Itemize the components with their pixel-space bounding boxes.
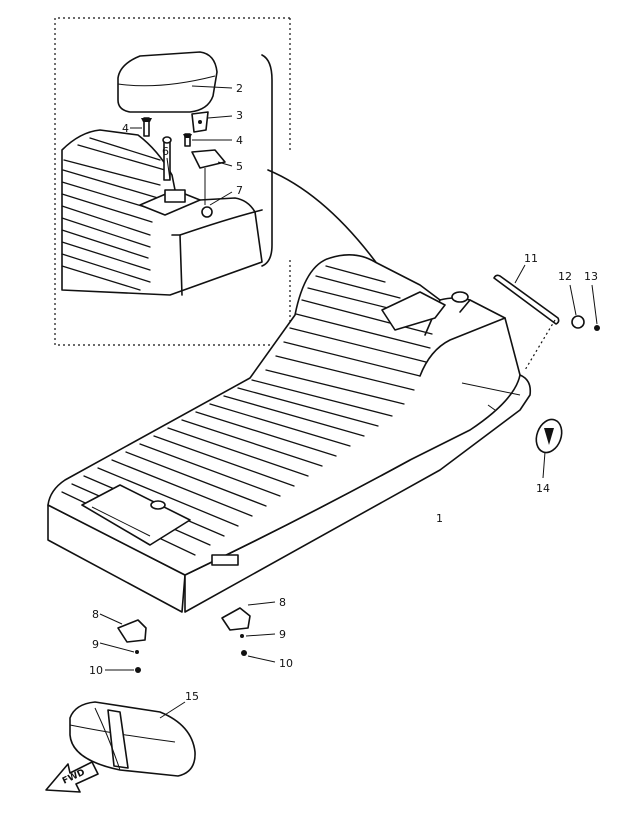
latch-bracket-right xyxy=(221,601,276,663)
latch-bracket-left xyxy=(99,613,147,673)
callout-4-right: 4 xyxy=(236,134,243,147)
callout-7: 7 xyxy=(236,184,243,197)
tool-bag xyxy=(69,701,196,777)
callout-10-right: 10 xyxy=(279,657,293,670)
callout-3: 3 xyxy=(236,109,243,122)
callout-10-left: 10 xyxy=(89,664,103,677)
callout-8-right: 8 xyxy=(279,596,286,609)
callout-9-right: 9 xyxy=(279,628,286,641)
callout-13: 13 xyxy=(584,270,598,283)
seat-cushion-pad xyxy=(117,51,218,113)
callout-12: 12 xyxy=(558,270,572,283)
callout-4-left: 4 xyxy=(122,122,129,135)
callout-15: 15 xyxy=(185,690,199,703)
callout-6: 6 xyxy=(162,145,169,158)
callout-1: 1 xyxy=(436,512,443,525)
callout-2: 2 xyxy=(236,82,243,95)
inset-seat-section xyxy=(61,129,263,296)
callout-8-left: 8 xyxy=(92,608,99,621)
emblem-badge xyxy=(535,418,563,479)
callout-9-left: 9 xyxy=(92,638,99,651)
main-seat-assembly xyxy=(47,254,532,613)
fwd-direction-arrow xyxy=(45,761,99,793)
callout-labels: 1 2 3 4 4 5 6 7 8 8 9 9 10 10 11 12 13 1… xyxy=(61,82,598,787)
detail-inset xyxy=(54,17,406,346)
callout-11: 11 xyxy=(524,252,538,265)
callout-14: 14 xyxy=(536,482,550,495)
inset-leaders xyxy=(130,85,233,206)
callout-5: 5 xyxy=(236,160,243,173)
hinge-rod-assembly xyxy=(493,264,600,371)
